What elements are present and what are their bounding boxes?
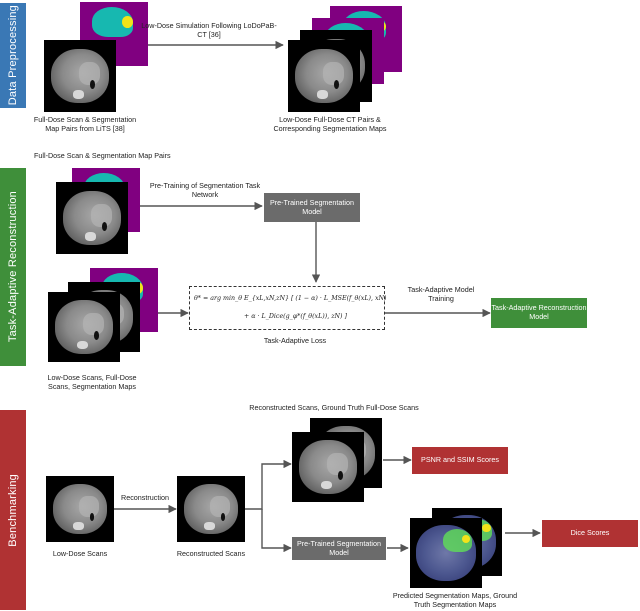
reconstructed-caption: Reconstructed Scans [176,549,246,558]
ct-scan [48,292,120,362]
predicted-segmentation-map [410,518,482,588]
loss-formula-line-2: + α · L_Dice(g_φ*(f_θ(xL)), zN) ] [244,313,347,320]
psnr-ssim-box: PSNR and SSIM Scores [412,447,508,474]
loss-formula-line-1: θ* = arg min_θ E_{xL,xN,zN} [ (1 − α) · … [194,295,387,302]
task-adaptive-loss-formula: θ* = arg min_θ E_{xL,xN,zN} [ (1 − α) · … [189,286,387,330]
ct-scan [56,182,128,254]
ct-scan [177,476,245,542]
predicted-caption: Predicted Segmentation Maps, Ground Trut… [392,591,518,609]
ct-scan [292,432,364,502]
pretraining-caption: Pre-Training of Segmentation Task Networ… [149,181,261,199]
band-task-adaptive-reconstruction: Task-Adaptive Reconstruction [0,168,26,366]
benchmark-pretrained-model-box: Pre-Trained Segmentation Model [292,537,386,560]
reconstruction-caption: Reconstruction [121,493,169,502]
ct-scan [46,476,114,542]
recon-gt-caption: Reconstructed Scans, Ground Truth Full-D… [249,403,419,412]
ct-scan [288,40,360,112]
pretrained-segmentation-model-box: Pre-Trained Segmentation Model [264,193,360,222]
ct-scan [44,40,116,112]
arrow-branch-down [261,509,292,553]
dice-scores-box: Dice Scores [542,520,638,547]
arrow-branch-up [244,459,292,510]
lowdose-simulation-caption: Low-Dose Simulation Following LoDoPaB-CT… [141,21,277,39]
triplets-caption: Low-Dose Scans, Full-Dose Scans, Segment… [47,373,137,391]
band-benchmarking: Benchmarking [0,410,26,610]
model-training-caption: Task-Adaptive Model Training [407,285,475,303]
band-data-preprocessing: Data Preprocessing [0,3,26,108]
pairs-caption: Full-Dose Scan & Segmentation Map Pairs [34,151,171,160]
preprocessing-output-caption: Low-Dose Full-Dose CT Pairs & Correspond… [273,115,387,133]
loss-caption: Task-Adaptive Loss [263,336,327,345]
task-adaptive-model-box: Task-Adaptive Reconstruction Model [491,298,587,328]
preprocessing-input-caption: Full-Dose Scan & Segmentation Map Pairs … [33,115,137,133]
lowdose-caption: Low-Dose Scans [52,549,108,558]
